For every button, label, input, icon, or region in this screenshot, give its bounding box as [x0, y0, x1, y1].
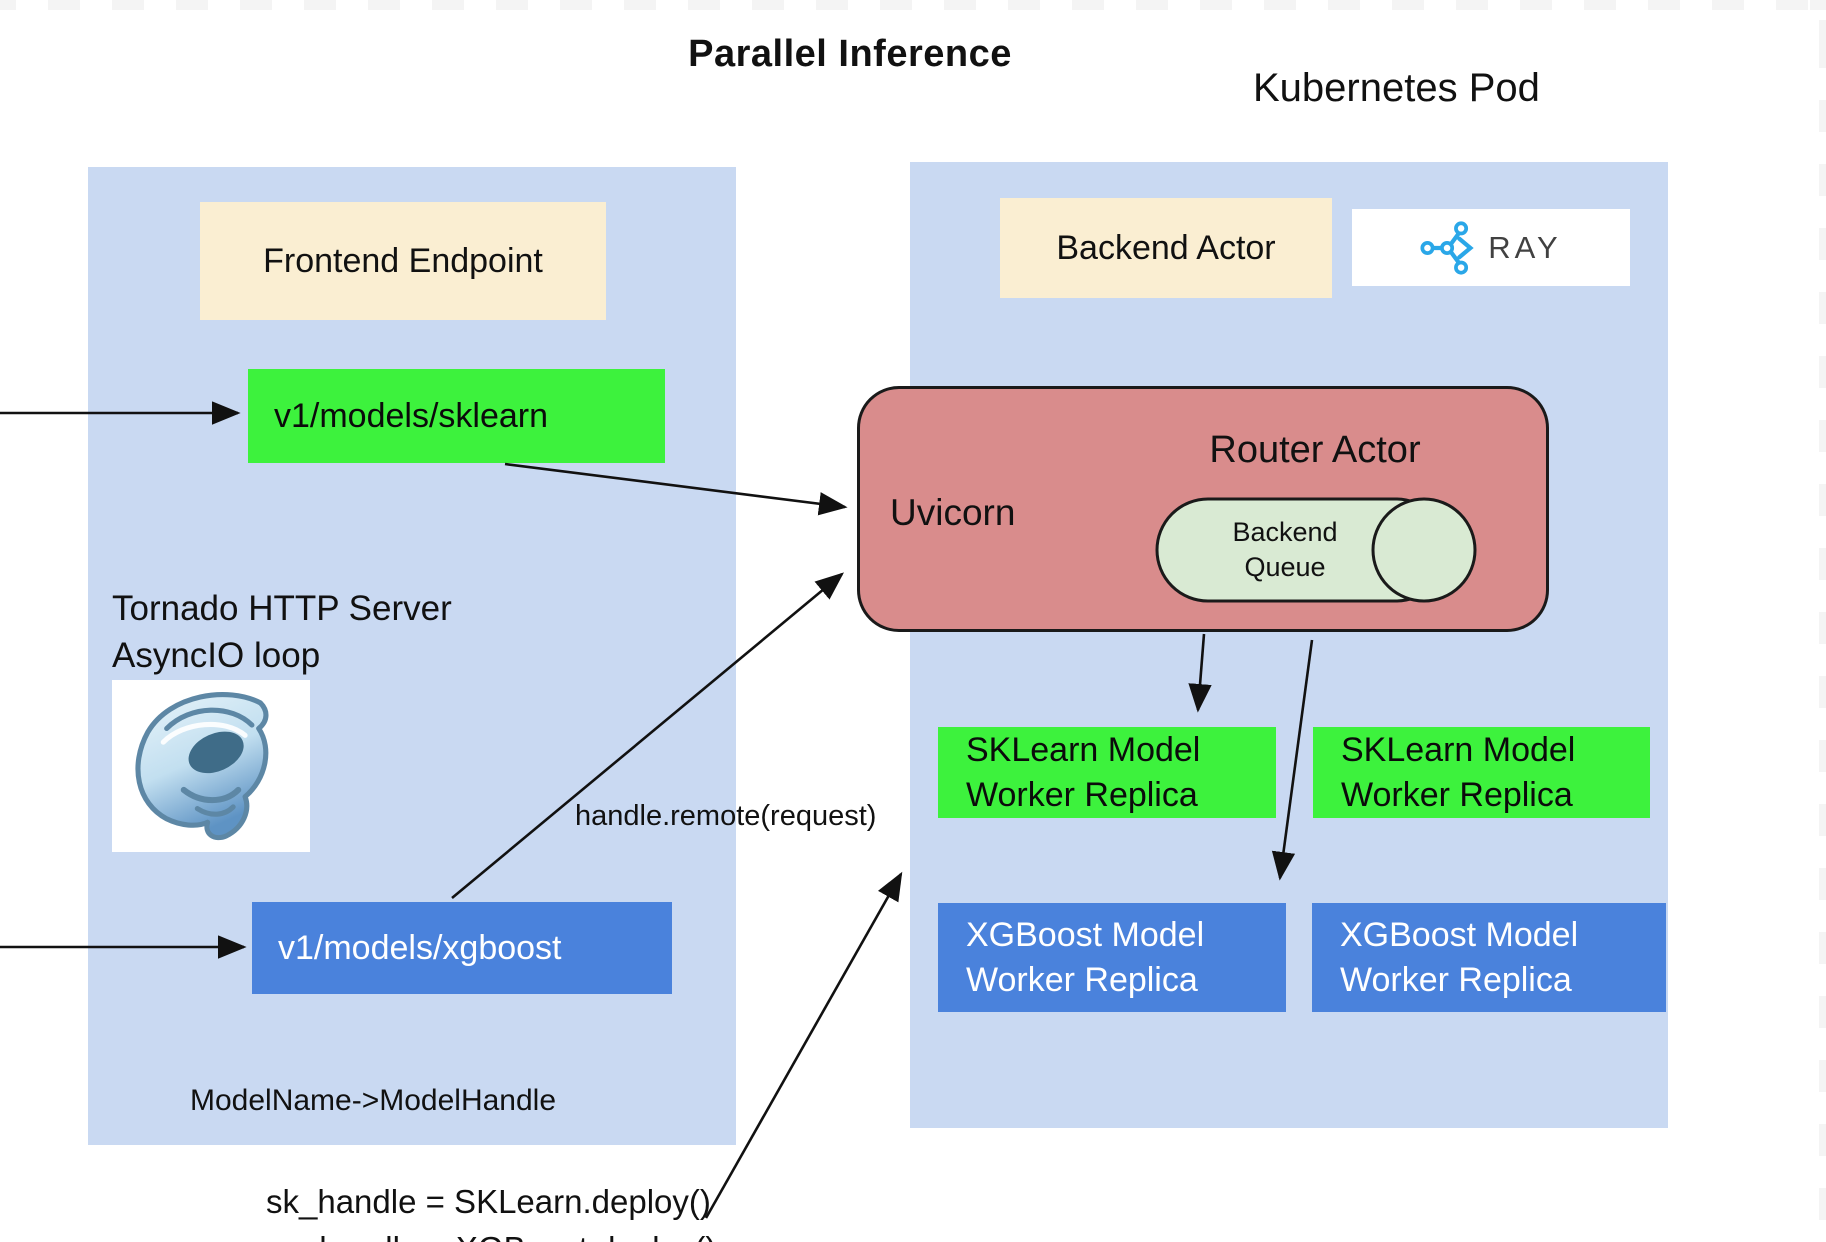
worker-label-line: Worker Replica: [1340, 960, 1572, 999]
backend-actor-header: Backend Actor: [1000, 198, 1332, 298]
tornado-logo-box: [112, 680, 310, 852]
xgboost-endpoint-box: v1/models/xgboost: [252, 902, 672, 994]
page-title: Parallel Inference: [688, 33, 1012, 75]
backend-queue-line1: Backend: [1232, 517, 1338, 547]
kubernetes-pod-label: Kubernetes Pod: [1253, 66, 1540, 110]
router-actor-box: Router Actor Uvicorn Backend Queue: [857, 386, 1549, 632]
worker-label-line: SKLearn Model: [966, 730, 1201, 769]
router-actor-title: Router Actor: [1209, 429, 1421, 471]
sklearn-endpoint-box: v1/models/sklearn: [248, 369, 665, 463]
deploy-code-line2: xg_handle = XGBoost.deploy(): [266, 1225, 716, 1242]
backend-queue-label: Backend Queue: [1190, 515, 1380, 585]
frontend-endpoint-header: Frontend Endpoint: [200, 202, 606, 320]
ray-logo-icon: [1420, 220, 1474, 275]
worker-label-line: Worker Replica: [966, 960, 1198, 999]
ray-logo-text: RAY: [1488, 229, 1562, 265]
tornado-caption-line1: Tornado HTTP Server: [112, 589, 452, 628]
ray-logo-box: RAY: [1352, 209, 1630, 286]
xgboost-worker-replica-2: XGBoost Model Worker Replica: [1312, 903, 1666, 1012]
worker-label-line: Worker Replica: [966, 775, 1198, 814]
sklearn-worker-replica-2: SKLearn Model Worker Replica: [1313, 727, 1650, 818]
sklearn-worker-replica-1: SKLearn Model Worker Replica: [938, 727, 1276, 818]
tornado-icon: [135, 691, 269, 841]
deploy-code-line1: sk_handle = SKLearn.deploy(): [266, 1183, 711, 1220]
transparency-checker-right: [1819, 10, 1826, 1242]
model-map-caption: ModelName->ModelHandle: [190, 1084, 557, 1117]
backend-queue-line2: Queue: [1244, 552, 1326, 582]
worker-label-line: Worker Replica: [1341, 775, 1573, 814]
worker-label-line: XGBoost Model: [966, 915, 1205, 954]
xgboost-worker-replica-1: XGBoost Model Worker Replica: [938, 903, 1286, 1012]
worker-label-line: XGBoost Model: [1340, 915, 1579, 954]
tornado-caption-line2: AsyncIO loop: [112, 636, 321, 675]
backend-queue-cylinder: [1155, 497, 1477, 603]
uvicorn-label: Uvicorn: [890, 492, 1016, 533]
handle-remote-annotation: handle.remote(request): [575, 800, 877, 832]
worker-label-line: SKLearn Model: [1341, 730, 1576, 769]
tornado-caption: Tornado HTTP Server AsyncIO loop: [112, 585, 452, 679]
transparency-checker-top: [0, 0, 1826, 10]
deploy-code-annotation: sk_handle = SKLearn.deploy() xg_handle =…: [266, 1178, 716, 1242]
